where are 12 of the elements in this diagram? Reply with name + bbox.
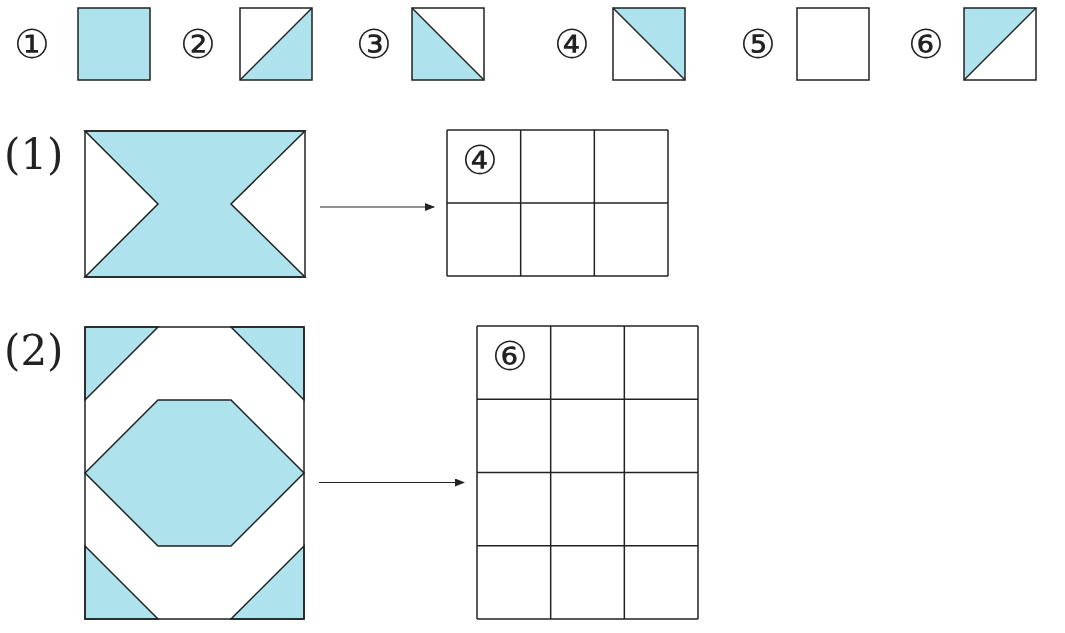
arrow — [319, 203, 435, 211]
arrow — [318, 478, 465, 487]
circled-number: ② — [180, 20, 216, 68]
circled-number: ⑤ — [740, 20, 776, 68]
circled-number: ⑥ — [492, 331, 528, 380]
part-heading: (2) — [4, 326, 64, 376]
circled-number: ① — [14, 20, 50, 68]
circled-number: ④ — [554, 20, 590, 68]
circled-number: ⑥ — [908, 20, 944, 68]
circled-number: ③ — [356, 20, 392, 68]
circled-number: ④ — [462, 135, 498, 184]
part-heading: (1) — [4, 130, 64, 180]
